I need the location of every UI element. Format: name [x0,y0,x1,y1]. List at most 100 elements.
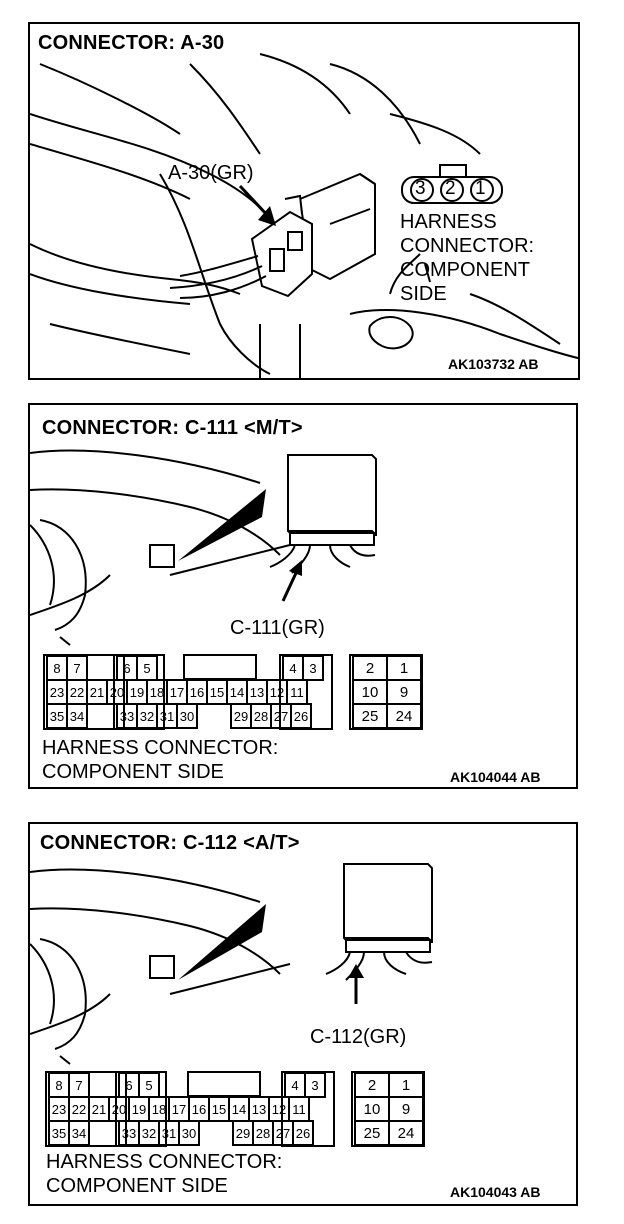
pin-cell: 15 [208,1096,230,1122]
connector-label: A-30(GR) [168,162,254,184]
harness-line: HARNESS [400,211,497,233]
pin-cell: 18 [146,679,168,705]
pin-cell: 28 [252,1120,274,1146]
pin-cell: 34 [66,703,88,729]
pin-cell: 30 [178,1120,200,1146]
pin-cell: 19 [126,679,148,705]
figure-code: AK104043 AB [450,1184,541,1200]
pin-cell: 3 [304,1072,326,1098]
pin-cell: 25 [354,1120,390,1146]
pin-cell: 11 [286,679,308,705]
pin-cell: 15 [206,679,228,705]
pin-cell: 5 [136,655,158,681]
pin-cell: 19 [128,1096,150,1122]
panel-title: CONNECTOR: A-30 [38,32,225,54]
harness-label: HARNESS CONNECTOR: COMPONENT SIDE [400,210,534,306]
pin-cell: 2 [352,655,388,681]
pin-cell: 27 [270,703,292,729]
pin-cell: 26 [290,703,312,729]
panel-a30: CONNECTOR: A-30 A-30(GR) 3 2 1 HARNESS C… [28,22,580,380]
pin-cell: 28 [250,703,272,729]
pin-cell: 12 [266,679,288,705]
pin-cell: 9 [388,1096,424,1122]
pin-number: 2 [445,178,456,199]
pin-cell: 24 [388,1120,424,1146]
harness-line: COMPONENT [400,259,530,281]
pin-cell: 2 [354,1072,390,1098]
harness-label: HARNESS CONNECTOR: COMPONENT SIDE [46,1150,282,1198]
figure-code: AK104044 AB [450,769,541,785]
pin-cell: 32 [138,1120,160,1146]
pin-number: 1 [475,178,486,199]
harness-line: HARNESS CONNECTOR: [46,1151,283,1173]
pin-cell: 13 [248,1096,270,1122]
pin-cell: 33 [118,1120,140,1146]
pin-cell: 10 [352,679,388,705]
pin-cell: 29 [230,703,252,729]
pin-cell: 3 [302,655,324,681]
pin-block [187,1071,261,1097]
harness-label: HARNESS CONNECTOR: COMPONENT SIDE [42,736,278,784]
pin-cell: 7 [66,655,88,681]
panel-title: CONNECTOR: C-112 <A/T> [40,832,300,854]
harness-line: COMPONENT SIDE [46,1175,228,1197]
pin-cell: 4 [284,1072,306,1098]
pin-cell: 13 [246,679,268,705]
a30-engine-illustration [30,53,578,378]
pin-cell: 9 [386,679,422,705]
pin-cell: 21 [88,1096,110,1122]
pin-cell: 30 [176,703,198,729]
c112-dashboard-illustration [30,863,433,1147]
pin-cell: 14 [226,679,248,705]
pin-cell: 33 [116,703,138,729]
pin-cell: 7 [68,1072,90,1098]
pin-cell: 23 [48,1096,70,1122]
pin-cell: 16 [188,1096,210,1122]
pin-cell: 8 [46,655,68,681]
harness-line: COMPONENT SIDE [42,761,224,783]
pin-cell: 1 [386,655,422,681]
pin-cell: 11 [288,1096,310,1122]
pin-cell: 5 [138,1072,160,1098]
harness-line: HARNESS CONNECTOR: [42,737,279,759]
pin-cell: 16 [186,679,208,705]
pin-cell: 20 [106,679,128,705]
pin-cell: 21 [86,679,108,705]
pin-block [183,654,257,680]
pin-cell: 6 [118,1072,140,1098]
pin-cell: 12 [268,1096,290,1122]
pin-cell: 29 [232,1120,254,1146]
pin-cell: 18 [148,1096,170,1122]
pin-cell: 26 [292,1120,314,1146]
harness-line: SIDE [400,283,447,305]
pin-cell: 4 [282,655,304,681]
pin-cell: 25 [352,703,388,729]
pin-cell: 22 [68,1096,90,1122]
pin-cell: 24 [386,703,422,729]
pin-cell: 23 [46,679,68,705]
pin-cell: 32 [136,703,158,729]
pin-cell: 17 [168,1096,190,1122]
figure-code: AK103732 AB [448,356,539,372]
pin-cell: 6 [116,655,138,681]
panel-title: CONNECTOR: C-111 <M/T> [42,417,303,439]
pin-cell: 17 [166,679,188,705]
pin-cell: 8 [48,1072,70,1098]
pin-cell: 20 [108,1096,130,1122]
pin-cell: 27 [272,1120,294,1146]
pin-cell: 10 [354,1096,390,1122]
connector-label: C-112(GR) [310,1026,407,1048]
pin-cell: 31 [158,1120,180,1146]
pin-cell: 14 [228,1096,250,1122]
connector-label: C-111(GR) [230,617,325,639]
pin-cell: 35 [46,703,68,729]
pin-cell: 1 [388,1072,424,1098]
pin-cell: 34 [68,1120,90,1146]
pin-number: 3 [415,178,426,199]
pin-cell: 35 [48,1120,70,1146]
c111-dashboard-illustration [30,449,423,730]
pin-cell: 31 [156,703,178,729]
harness-line: CONNECTOR: [400,235,535,257]
